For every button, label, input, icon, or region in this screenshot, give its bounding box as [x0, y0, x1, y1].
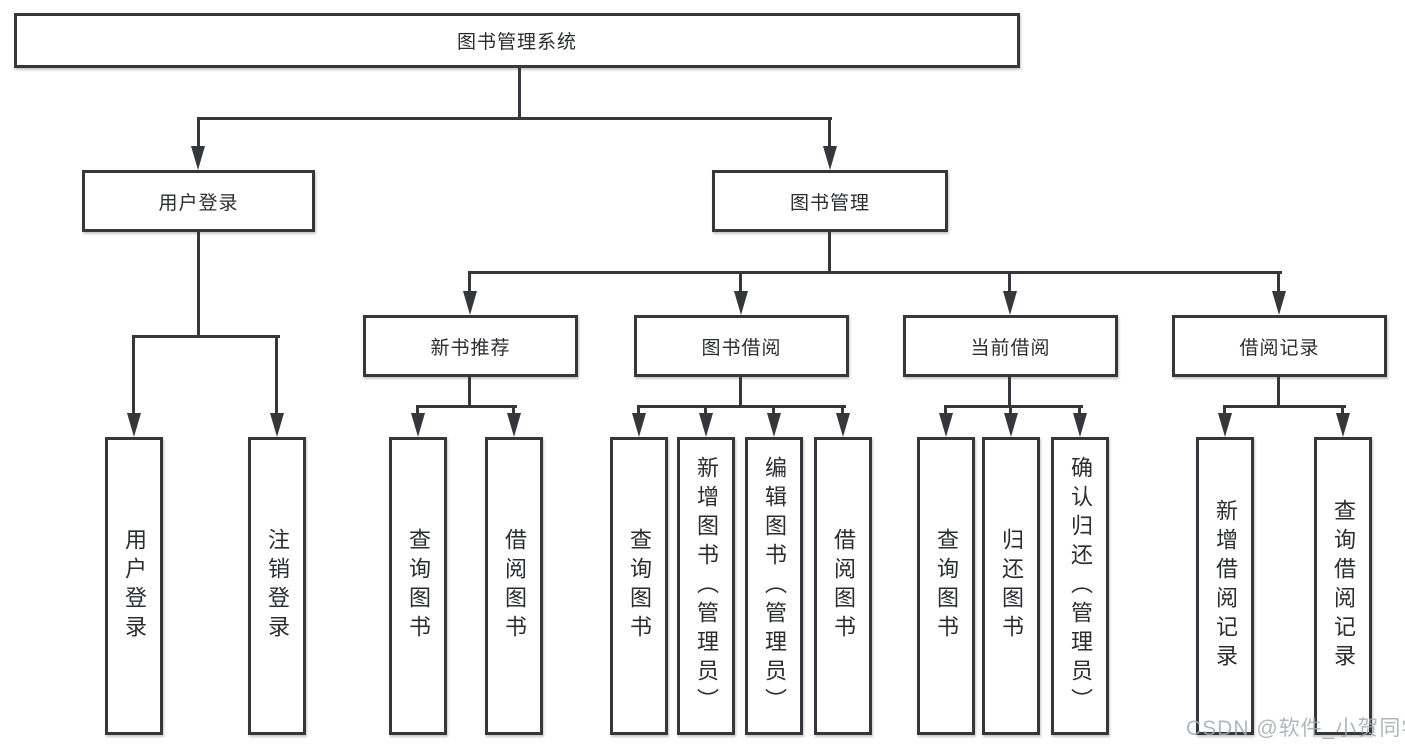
leaf-query-books-borrowing: 查询图书 — [610, 437, 668, 735]
connector-book-mgmt-drop-4 — [1277, 271, 1280, 293]
leaf-label: 查询图书 — [627, 528, 652, 644]
node-current-borrowing: 当前借阅 — [903, 315, 1118, 377]
connector-records-rail — [1223, 405, 1346, 408]
connector-recommend-stem — [468, 377, 471, 408]
leaf-label: 用户登录 — [122, 528, 147, 644]
leaf-label: 归还图书 — [999, 528, 1024, 644]
node-user-login-label: 用户登录 — [158, 192, 239, 214]
node-root: 图书管理系统 — [14, 13, 1020, 68]
connector-book-mgmt-drop-1 — [468, 271, 471, 293]
leaf-edit-book-admin: 编辑图书（管理员） — [745, 437, 803, 735]
connector-borrowing-drop-2 — [704, 405, 707, 417]
leaf-label: 新增图书（管理员） — [694, 455, 719, 717]
leaf-query-books-recommend: 查询图书 — [389, 437, 447, 735]
arrow-down-icon — [127, 413, 141, 437]
connector-borrowing-rail — [637, 405, 846, 408]
leaf-label: 借阅图书 — [502, 528, 527, 644]
arrow-down-icon — [734, 291, 748, 315]
node-root-label: 图书管理系统 — [456, 32, 577, 53]
connector-recommend-rail — [416, 405, 517, 408]
node-book-management-label: 图书管理 — [789, 192, 870, 214]
leaf-label: 确认归还（管理员） — [1068, 455, 1093, 717]
leaf-label: 注销登录 — [265, 528, 290, 644]
leaf-logout: 注销登录 — [248, 437, 306, 735]
leaf-label: 借阅图书 — [831, 528, 856, 644]
node-book-management: 图书管理 — [712, 170, 948, 232]
leaf-user-login: 用户登录 — [105, 437, 163, 735]
node-borrowing-records-label: 借阅记录 — [1239, 337, 1320, 359]
arrow-down-icon — [507, 413, 521, 437]
leaf-query-borrow-record: 查询借阅记录 — [1314, 437, 1372, 735]
arrow-down-icon — [836, 413, 850, 437]
connector-current-drop-1 — [944, 405, 947, 417]
connector-borrowing-drop-3 — [772, 405, 775, 417]
connector-records-drop-1 — [1223, 405, 1226, 417]
leaf-return-book: 归还图书 — [982, 437, 1040, 735]
connector-user-login-drop-2 — [275, 335, 278, 415]
node-book-borrowing-label: 图书借阅 — [701, 337, 782, 359]
leaf-confirm-return-admin: 确认归还（管理员） — [1051, 437, 1109, 735]
connector-root-drop-left — [197, 117, 200, 150]
leaf-add-book-admin: 新增图书（管理员） — [677, 437, 735, 735]
arrow-down-icon — [823, 146, 837, 170]
leaf-borrow-books-recommend: 借阅图书 — [485, 437, 543, 735]
node-user-login: 用户登录 — [82, 170, 315, 232]
arrow-down-icon — [1272, 291, 1286, 315]
arrow-down-icon — [411, 413, 425, 437]
connector-book-mgmt-rail — [468, 271, 1282, 274]
connector-user-login-stem — [197, 232, 200, 337]
arrow-down-icon — [1218, 413, 1232, 437]
connector-book-mgmt-stem — [828, 232, 831, 274]
arrow-down-icon — [191, 146, 205, 170]
connector-book-mgmt-drop-2 — [739, 271, 742, 293]
arrow-down-icon — [1003, 291, 1017, 315]
arrow-down-icon — [699, 413, 713, 437]
connector-user-login-drop-1 — [132, 335, 135, 415]
leaf-label: 查询借阅记录 — [1331, 499, 1356, 673]
arrow-down-icon — [1073, 413, 1087, 437]
csdn-watermark: CSDN @软件_小贺同学 — [1186, 717, 1405, 740]
arrow-down-icon — [939, 413, 953, 437]
connector-borrowing-drop-4 — [841, 405, 844, 417]
connector-current-drop-2 — [1009, 405, 1012, 417]
connector-current-drop-3 — [1078, 405, 1081, 417]
connector-user-login-rail — [132, 335, 280, 338]
leaf-borrow-books-borrowing: 借阅图书 — [814, 437, 872, 735]
node-current-borrowing-label: 当前借阅 — [970, 337, 1051, 359]
arrow-down-icon — [1004, 413, 1018, 437]
connector-current-stem — [1008, 377, 1011, 408]
connector-book-mgmt-drop-3 — [1008, 271, 1011, 293]
leaf-add-borrow-record: 新增借阅记录 — [1196, 437, 1254, 735]
node-book-borrowing: 图书借阅 — [634, 315, 849, 377]
leaf-label: 查询图书 — [406, 528, 431, 644]
connector-root-rail — [197, 117, 832, 120]
node-new-book-recommend: 新书推荐 — [363, 315, 578, 377]
connector-root-drop-right — [828, 117, 831, 150]
leaf-query-books-current: 查询图书 — [917, 437, 975, 735]
connector-records-stem — [1277, 377, 1280, 408]
connector-current-rail — [944, 405, 1083, 408]
node-borrowing-records: 借阅记录 — [1172, 315, 1387, 377]
node-new-book-recommend-label: 新书推荐 — [430, 337, 511, 359]
connector-recommend-drop-2 — [512, 405, 515, 417]
arrow-down-icon — [632, 413, 646, 437]
connector-borrowing-stem — [739, 377, 742, 408]
leaf-label: 新增借阅记录 — [1213, 499, 1238, 673]
leaf-label: 查询图书 — [934, 528, 959, 644]
arrow-down-icon — [463, 291, 477, 315]
connector-root-stem — [518, 68, 521, 118]
arrow-down-icon — [270, 413, 284, 437]
leaf-label: 编辑图书（管理员） — [762, 455, 787, 717]
arrow-down-icon — [1336, 413, 1350, 437]
connector-borrowing-drop-1 — [637, 405, 640, 417]
connector-recommend-drop-1 — [416, 405, 419, 417]
connector-records-drop-2 — [1341, 405, 1344, 417]
arrow-down-icon — [767, 413, 781, 437]
